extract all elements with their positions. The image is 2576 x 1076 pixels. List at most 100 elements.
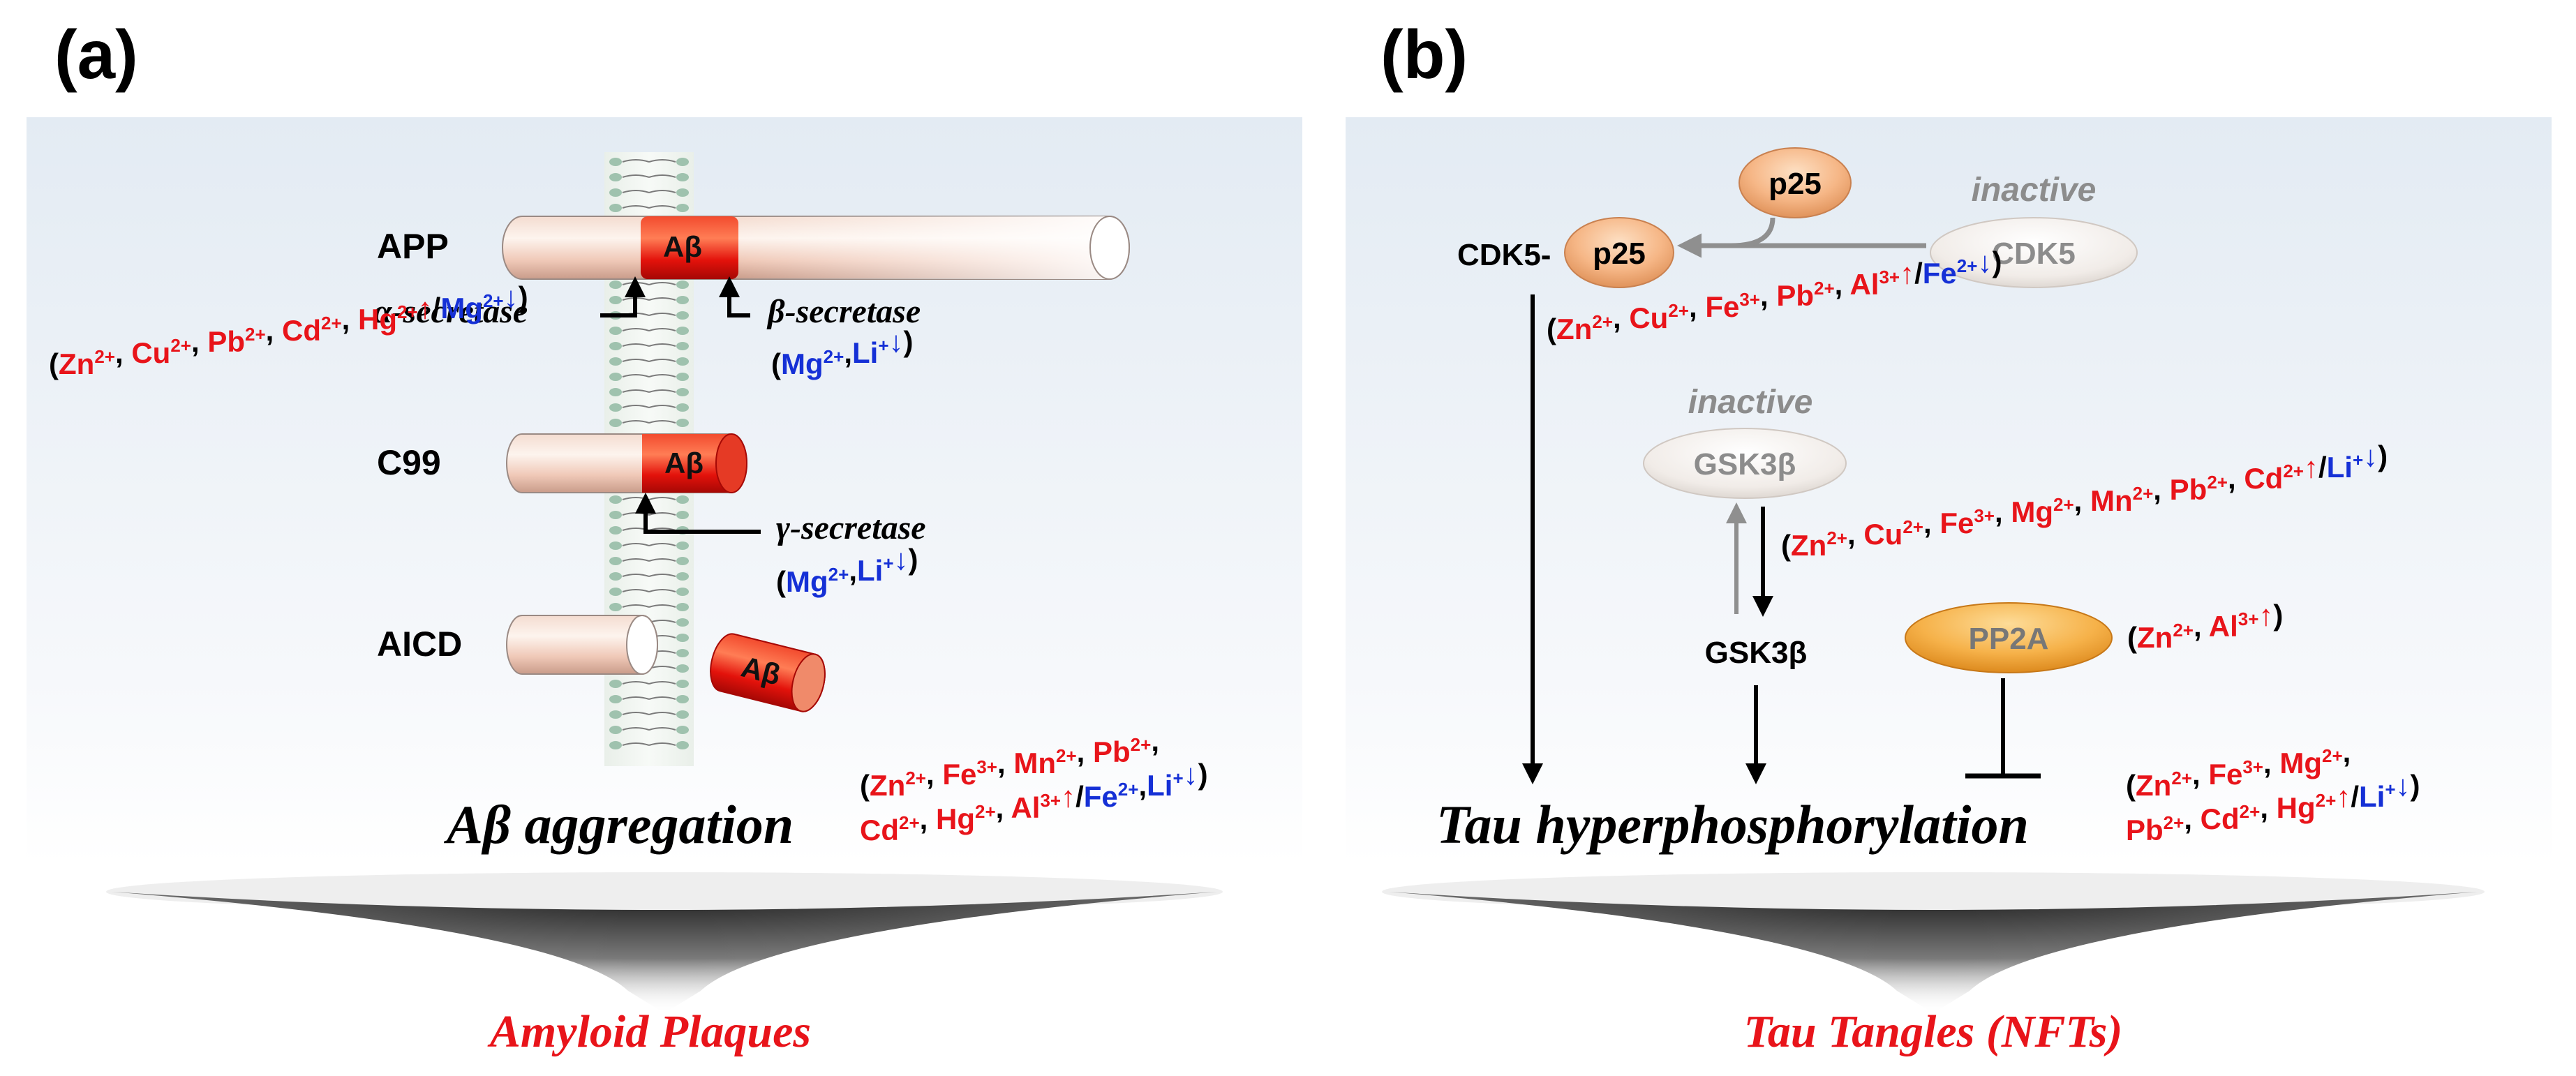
cdk5-complex-prefix: CDK5- [1457, 238, 1551, 272]
ion-charge: + [878, 335, 888, 356]
lipid-head [676, 572, 689, 581]
ion-charge: 2+ [1668, 300, 1689, 321]
p25-complex-oval [1564, 217, 1674, 288]
increase-arrow-icon: ↑ [2258, 599, 2273, 632]
lipid-head [609, 188, 622, 197]
increase-arrow-icon: ↑ [418, 292, 433, 324]
lipid-head [609, 204, 622, 212]
gsk3b-active-label: GSK3β [1705, 636, 1808, 670]
ion-charge: 2+ [1826, 528, 1847, 548]
lipid-tail [622, 727, 650, 731]
lipid-tail [622, 604, 650, 608]
gamma-ion-list: (Mg2+,Li+↓) [776, 543, 918, 598]
lipid-head [609, 327, 622, 335]
ion-sep: , [1151, 724, 1159, 757]
ion-symbol: Pb [207, 325, 245, 358]
ion-symbol: Fe [1923, 257, 1957, 290]
ion-symbol: Mg [2279, 747, 2322, 779]
ion-sep: , [266, 314, 282, 347]
lipid-head [676, 603, 689, 611]
ion-symbol: Li [2359, 780, 2385, 813]
lipid-head [609, 741, 622, 749]
panel-a-label: (a) [54, 16, 138, 93]
ion-paren: ) [1198, 758, 1208, 791]
lipid-head [609, 373, 622, 381]
ion-sep: / [433, 292, 441, 324]
ion-charge: 2+ [905, 768, 926, 789]
lipid-head [676, 342, 689, 350]
alpha-secretase-arrow [600, 276, 646, 317]
lipid-tail [622, 343, 650, 347]
ion-paren: ) [909, 543, 918, 576]
app-protein: Aβ [502, 216, 1130, 280]
lipid-head [609, 726, 622, 734]
lipid-tail [648, 389, 676, 393]
p25-free-oval [1739, 147, 1852, 218]
lipid-tail [622, 574, 650, 577]
ion-sep: , [2153, 473, 2169, 506]
lipid-tail [622, 543, 650, 546]
ion-sep: , [342, 303, 358, 336]
ion-charge: 2+ [828, 564, 849, 585]
lipid-tail [648, 297, 676, 301]
ion-charge: 2+ [2207, 472, 2228, 493]
amyloid-plaques-label: Amyloid Plaques [487, 1006, 811, 1057]
ion-charge: + [883, 553, 893, 574]
lipid-head [676, 296, 689, 304]
lipid-head [609, 388, 622, 396]
gsk3b-inactive-label: inactive [1688, 384, 1813, 421]
ion-symbol: Pb [1093, 735, 1131, 768]
gsk3b-ion-list: (Zn2+, Cu2+, Fe3+, Mg2+, Mn2+, Pb2+, Cd2… [1781, 440, 2388, 562]
ion-charge: 2+ [245, 324, 266, 345]
lipid-head [676, 557, 689, 565]
ion-symbol: Zn [2136, 769, 2171, 802]
ion-paren: ( [2127, 621, 2137, 654]
panel-b-background [1346, 117, 2552, 864]
lipid-tail [648, 359, 676, 362]
lipid-head [609, 281, 622, 289]
lipid-tail [648, 604, 676, 608]
ion-sep: / [2351, 780, 2359, 813]
alpha-secretase-label: α-secretase [373, 293, 528, 330]
app-abeta-label: Aβ [663, 230, 702, 263]
pp2a-oval [1905, 602, 2113, 673]
ion-sep: , [849, 554, 857, 587]
gamma-secretase-arrow [635, 493, 761, 534]
lipid-head [609, 495, 622, 504]
ion-symbol: Mn [2090, 484, 2133, 517]
decrease-arrow-icon: ↓ [2363, 440, 2378, 472]
lipid-tail [622, 405, 650, 408]
ion-symbol: Pb [2170, 473, 2208, 506]
lipid-tail [648, 282, 676, 285]
c99-abeta-label: Aβ [664, 447, 703, 479]
lipid-head [609, 419, 622, 427]
lipid-tail [648, 159, 676, 163]
tau-hyperphosphorylation-label: Tau hyperphosphorylation [1436, 794, 2029, 855]
ion-sep: , [2194, 610, 2209, 643]
ion-charge: 3+ [1739, 289, 1760, 310]
ion-charge: 2+ [2164, 812, 2184, 833]
ion-charge: 2+ [170, 335, 191, 356]
ion-charge: 3+ [1040, 790, 1061, 811]
ion-symbol: Li [852, 336, 878, 369]
ion-symbol: Al [1849, 268, 1879, 301]
ion-sep: , [2192, 758, 2208, 791]
ion-paren: ( [776, 565, 786, 598]
tau-tangles-label: Tau Tangles (NFTs) [1744, 1006, 2123, 1057]
ion-symbol: Mg [440, 292, 483, 324]
aggregation-ion-list-line2: Cd2+, Hg2+, Al3+↑/Fe2+,Li+↓) [860, 758, 1208, 846]
ion-charge: 2+ [2316, 790, 2337, 811]
lipid-head [676, 173, 689, 181]
lipid-head [676, 649, 689, 657]
decrease-arrow-icon: ↓ [894, 543, 909, 576]
lipid-tail [622, 359, 650, 362]
ion-charge: 2+ [94, 346, 115, 367]
lipid-tail [648, 558, 676, 562]
lipid-head [676, 680, 689, 688]
lipid-head [609, 572, 622, 581]
lipid-tail [622, 681, 650, 685]
ion-symbol: Li [857, 554, 883, 587]
lipid-head [676, 710, 689, 719]
ion-charge: + [2385, 779, 2395, 800]
ion-paren: ) [2378, 440, 2388, 472]
